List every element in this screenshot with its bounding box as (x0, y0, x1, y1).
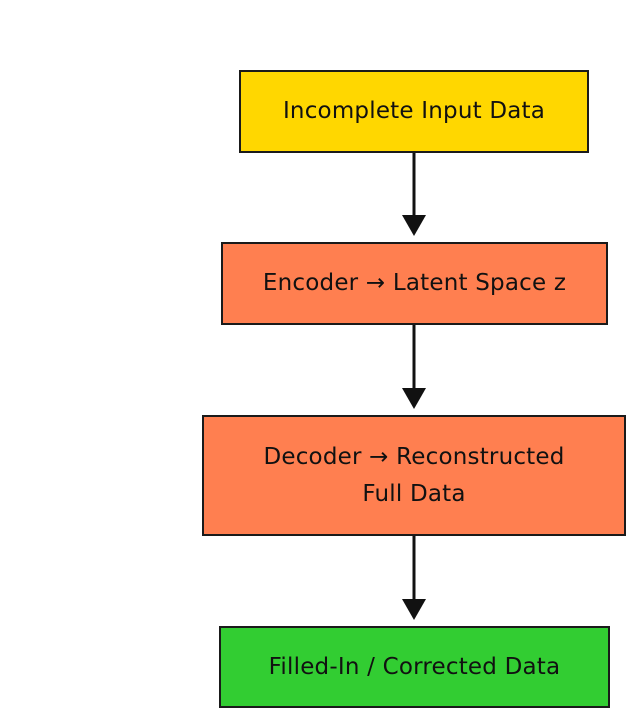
filled-in-corrected-data-node: Filled-In / Corrected Data (219, 626, 610, 708)
encoder-node: Encoder → Latent Space z (221, 242, 608, 325)
node-label: Filled-In / Corrected Data (268, 653, 561, 680)
node-label: Encoder → Latent Space z (262, 270, 567, 296)
node-label-line-2: Full Data (362, 480, 466, 507)
decoder-node: Decoder → Reconstructed Full Data (202, 415, 626, 536)
arrow-decoder-to-output (402, 536, 426, 620)
arrow-input-to-encoder (402, 153, 426, 236)
arrow-encoder-to-decoder (402, 325, 426, 409)
node-label-line-1: Decoder → Reconstructed (263, 443, 565, 470)
incomplete-input-data-node: Incomplete Input Data (239, 70, 589, 153)
node-label: Incomplete Input Data (282, 98, 546, 124)
